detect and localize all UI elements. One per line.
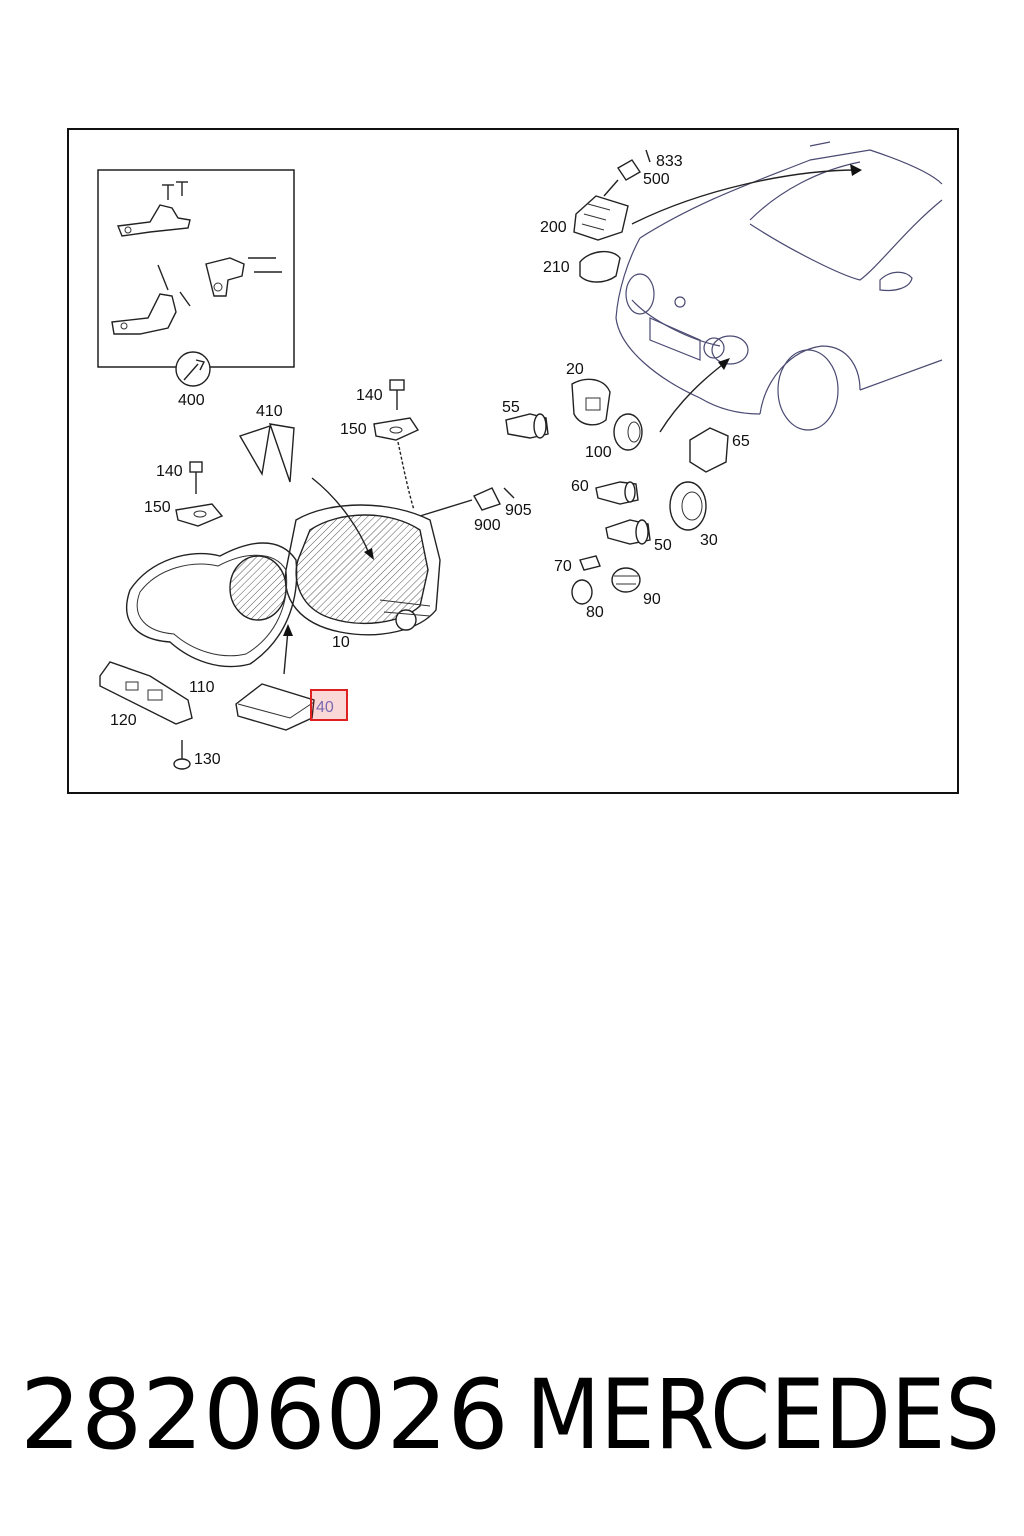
label-905: 905 <box>505 502 532 519</box>
headlamp-seal-110-inner <box>136 554 288 657</box>
highlight-box-40[interactable] <box>310 689 348 721</box>
arrow-head-2 <box>718 358 730 370</box>
label-65: 65 <box>732 433 750 450</box>
car-outline <box>615 141 943 431</box>
socket-30 <box>669 481 707 531</box>
bulb-55 <box>505 413 549 439</box>
bulb-50 <box>605 519 651 545</box>
headlamp-assembly-10 <box>229 504 441 636</box>
label-40-highlighted: 40 <box>316 699 334 716</box>
label-120: 120 <box>110 712 137 729</box>
control-unit-200 <box>573 195 629 241</box>
arrow-head-3 <box>364 548 374 560</box>
connector-500 <box>603 149 651 197</box>
label-80: 80 <box>586 604 604 621</box>
label-500: 500 <box>643 171 670 188</box>
label-410: 410 <box>256 403 283 420</box>
caption-part-number: 28206026 <box>20 1359 509 1471</box>
label-900: 900 <box>474 517 501 534</box>
arrow-to-headlamp <box>659 361 727 433</box>
label-10: 10 <box>332 634 350 651</box>
arrow-to-headlamp-from-40 <box>283 629 289 675</box>
bracket-120 <box>99 661 193 725</box>
label-140-top: 140 <box>356 387 383 404</box>
headlamp-seal-110 <box>125 542 298 668</box>
control-module-40 <box>235 683 315 731</box>
arrow-head-4 <box>283 624 293 636</box>
label-20: 20 <box>566 361 584 378</box>
socket-90 <box>611 567 641 593</box>
label-30: 30 <box>700 532 718 549</box>
dashed-guide-150 <box>397 441 415 511</box>
label-150-top: 150 <box>340 421 367 438</box>
arrow-head-1 <box>850 164 862 176</box>
bracket-inset <box>97 169 295 368</box>
caption-brand: MERCEDES <box>526 1359 1000 1471</box>
label-100: 100 <box>585 444 612 461</box>
socket-100 <box>613 413 643 451</box>
bracket-150-top <box>373 417 420 441</box>
label-150-left: 150 <box>144 499 171 516</box>
label-55: 55 <box>502 399 520 416</box>
label-70: 70 <box>554 558 572 575</box>
bolt-140-top <box>389 379 405 410</box>
label-140-left: 140 <box>156 463 183 480</box>
label-130: 130 <box>194 751 221 768</box>
label-90: 90 <box>643 591 661 608</box>
bracket-150-left <box>175 503 224 527</box>
label-50: 50 <box>654 537 672 554</box>
wrench-tool-icon <box>175 351 211 387</box>
label-200: 200 <box>540 219 567 236</box>
arrow-to-windshield <box>631 169 859 225</box>
label-60: 60 <box>571 478 589 495</box>
label-110: 110 <box>189 679 215 696</box>
holder-210 <box>579 251 621 283</box>
arrow-to-headlamp-10 <box>311 477 371 557</box>
socket-20 <box>571 378 611 426</box>
label-400: 400 <box>178 392 205 409</box>
relay-65 <box>689 427 729 473</box>
diagram-frame <box>67 128 959 794</box>
bolt-140-left <box>189 461 203 494</box>
label-210: 210 <box>543 259 570 276</box>
connector-900 <box>419 487 515 517</box>
cover-410 <box>238 423 295 483</box>
bulb-70 <box>579 555 601 571</box>
bulb-80 <box>571 579 593 605</box>
label-833: 833 <box>656 153 683 170</box>
bolt-130 <box>173 740 191 770</box>
bulb-60 <box>595 481 639 505</box>
